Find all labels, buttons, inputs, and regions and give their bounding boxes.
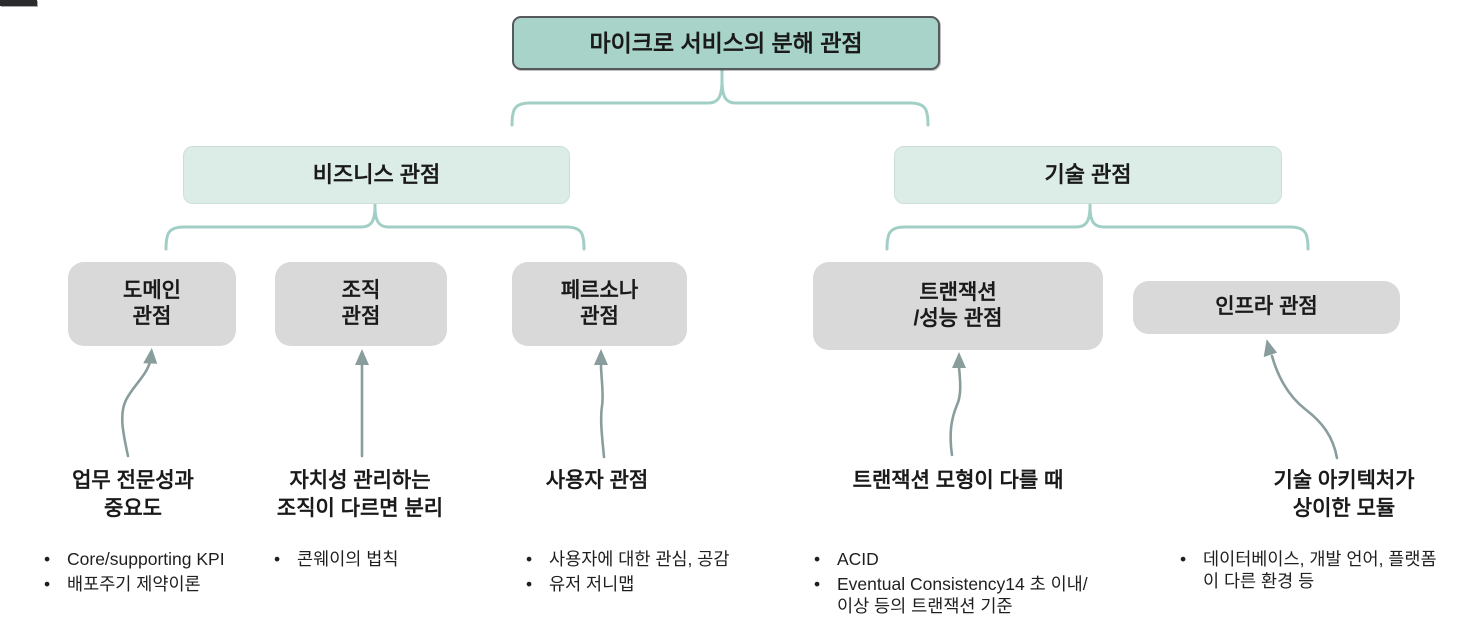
node-leaf-infra: 인프라 관점: [1133, 281, 1400, 334]
note-heading-transaction: 트랜잭션 모형이 다를 때: [818, 467, 1098, 495]
bullet-item: 데이터베이스, 개발 언어, 플랫폼이 다른 환경 등: [1176, 548, 1444, 592]
note-heading-domain: 업무 전문성과 중요도: [13, 467, 253, 523]
leaf-label-line: 도메인: [123, 278, 181, 302]
bullet-item: 콘웨이의 법칙: [270, 548, 470, 570]
node-branch-tech: 기술 관점: [894, 146, 1282, 204]
node-leaf-domain: 도메인 관점: [68, 262, 236, 346]
bullet-list-domain: Core/supporting KPI 배포주기 제약이론: [40, 548, 272, 598]
arrow-transaction: [949, 365, 962, 457]
leaf-label-line: 관점: [580, 305, 619, 328]
bullet-list-transaction: ACID Eventual Consistency14 초 이내/이상 등의 트…: [810, 548, 1102, 620]
node-root-label: 마이크로 서비스의 분해 관점: [589, 29, 863, 56]
note-heading-line: 상이한 모듈: [1292, 497, 1396, 520]
bullet-list-infra: 데이터베이스, 개발 언어, 플랫폼이 다른 환경 등: [1176, 548, 1444, 595]
note-heading-infra: 기술 아키텍처가 상이한 모듈: [1224, 467, 1464, 523]
arrow-domain-head: [143, 348, 158, 364]
bullet-list-persona: 사용자에 대한 관심, 공감 유저 저니맵: [522, 548, 774, 598]
node-root: 마이크로 서비스의 분해 관점: [512, 16, 940, 70]
note-heading-line: 자치성 관리하는: [289, 469, 431, 492]
bullet-item: 사용자에 대한 관심, 공감: [522, 548, 774, 570]
bullet-item: 배포주기 제약이론: [40, 573, 272, 595]
node-leaf-persona: 페르소나 관점: [512, 262, 687, 346]
arrow-domain: [120, 360, 152, 458]
note-heading-line: 트랜잭션 모형이 다를 때: [852, 469, 1064, 492]
leaf-label-line: 관점: [132, 305, 172, 328]
bullet-item: ACID: [810, 548, 1102, 570]
node-branch-tech-label: 기술 관점: [1044, 162, 1132, 188]
leaf-label-line: 조직: [341, 278, 381, 302]
leaf-label-line: 트랜잭션: [919, 280, 997, 304]
leaf-label-line: /성능 관점: [913, 307, 1003, 330]
note-heading-line: 사용자 관점: [545, 469, 649, 492]
arrow-org-head: [355, 349, 369, 365]
bullet-item: Core/supporting KPI: [40, 548, 272, 570]
node-branch-business-label: 비즈니스 관점: [312, 162, 441, 188]
note-heading-org: 자치성 관리하는 조직이 다르면 분리: [240, 467, 480, 523]
arrow-infra-head: [1263, 339, 1278, 358]
note-heading-line: 중요도: [104, 497, 162, 520]
node-leaf-org: 조직 관점: [275, 262, 447, 346]
bullet-item: Eventual Consistency14 초 이내/이상 등의 트랜잭션 기…: [810, 573, 1102, 617]
leaf-label-line: 관점: [341, 305, 381, 328]
note-heading-line: 조직이 다르면 분리: [276, 497, 444, 520]
root-brace: [510, 78, 930, 127]
arrow-infra: [1270, 354, 1339, 460]
note-heading-line: 업무 전문성과: [72, 469, 194, 492]
corner-accent-bar: [0, 0, 37, 6]
arrow-persona: [599, 362, 606, 459]
note-heading-line: 기술 아키텍처가: [1273, 469, 1415, 492]
node-branch-business: 비즈니스 관점: [183, 146, 570, 204]
note-heading-persona: 사용자 관점: [477, 467, 717, 495]
bullet-list-org: 콘웨이의 법칙: [270, 548, 470, 573]
business-brace: [164, 204, 586, 251]
leaf-label-line: 인프라 관점: [1215, 295, 1318, 319]
bullet-item: 유저 저니맵: [522, 573, 774, 595]
tech-brace: [885, 204, 1310, 251]
node-leaf-transaction: 트랜잭션 /성능 관점: [813, 262, 1103, 350]
arrow-transaction-head: [952, 352, 966, 368]
arrow-persona-head: [594, 349, 608, 365]
leaf-label-line: 페르소나: [560, 278, 639, 302]
